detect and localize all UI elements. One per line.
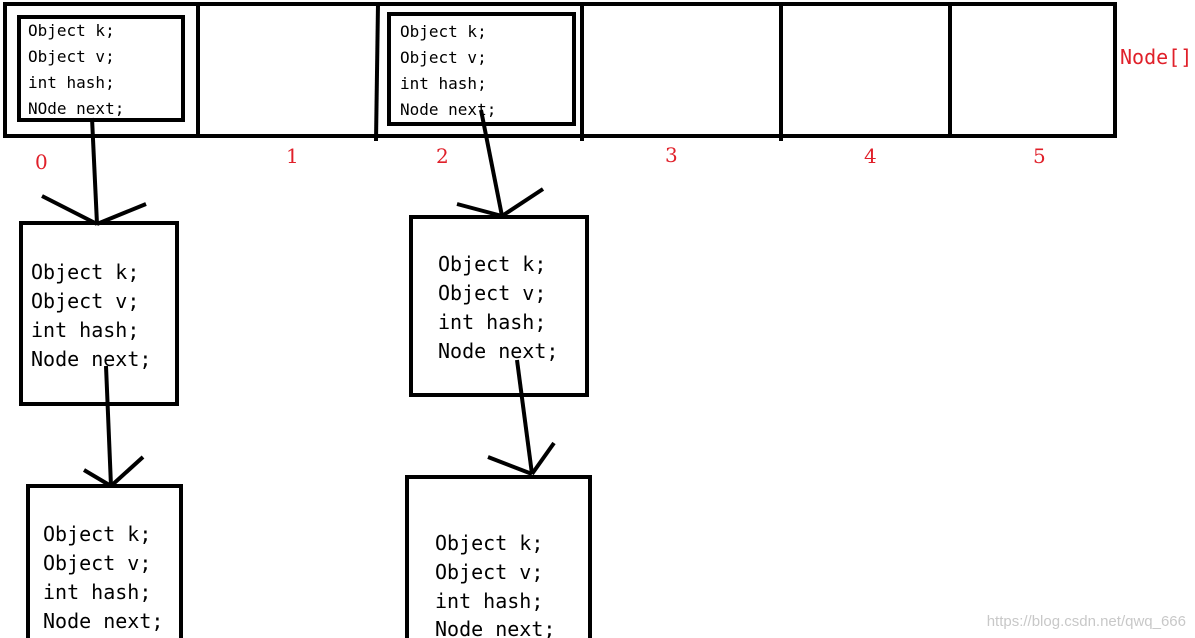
chain-node-box xyxy=(26,484,183,638)
slot-node-2: Object k; Object v; int hash; Node next; xyxy=(387,12,576,126)
slot-node-box xyxy=(17,15,185,122)
array-index: 4 xyxy=(864,144,877,168)
chain-node-0-2: Object k; Object v; int hash; Node next; xyxy=(26,484,183,638)
slot-node-0: Object k; Object v; int hash; NOde next; xyxy=(17,15,185,122)
chain-node-field: Object k; xyxy=(43,522,151,546)
next-arrow xyxy=(487,359,556,476)
chain-node-field: Object k; xyxy=(435,531,543,555)
chain-node-field: Object k; xyxy=(31,260,139,284)
slot-node-field: Node next; xyxy=(400,100,496,119)
slot-node-field: NOde next; xyxy=(28,99,124,118)
array-label: Node[] xyxy=(1120,45,1192,69)
chain-node-field: Node next; xyxy=(43,609,163,633)
chain-node-box xyxy=(409,215,589,397)
slot-node-field: Object v; xyxy=(400,48,487,67)
next-arrow xyxy=(82,365,145,488)
array-index: 2 xyxy=(436,144,449,168)
slot-node-field: Object k; xyxy=(28,21,115,40)
array-outline xyxy=(3,2,1117,138)
chain-node-field: Node next; xyxy=(435,617,555,638)
slot-node-field: Object k; xyxy=(400,22,487,41)
slot-node-field: Object v; xyxy=(28,47,115,66)
chain-2: Object k; Object v; int hash; Node next;… xyxy=(405,109,592,638)
chain-node-field: Object v; xyxy=(43,551,151,575)
slot-node-box xyxy=(387,12,576,126)
chain-node-field: int hash; xyxy=(435,589,543,613)
chain-node-box xyxy=(19,221,179,406)
chain-node-field: int hash; xyxy=(43,580,151,604)
next-arrow xyxy=(41,117,147,226)
chain-node-box xyxy=(405,475,592,638)
array-index: 5 xyxy=(1033,144,1046,168)
array-index: 1 xyxy=(286,144,299,168)
chain-node-field: Object k; xyxy=(438,252,546,276)
chain-0: Object k; Object v; int hash; Node next;… xyxy=(19,117,183,638)
chain-node-0-1: Object k; Object v; int hash; Node next; xyxy=(19,221,179,406)
array-divider xyxy=(374,3,380,142)
chain-node-field: Node next; xyxy=(31,347,151,371)
chain-node-field: int hash; xyxy=(438,310,546,334)
chain-node-field: Object v; xyxy=(435,560,543,584)
next-arrow xyxy=(456,109,545,218)
array-index: 0 xyxy=(35,150,48,174)
slot-node-field: int hash; xyxy=(28,73,115,92)
chain-node-2-1: Object k; Object v; int hash; Node next; xyxy=(409,215,589,397)
node-array: Object k; Object v; int hash; NOde next;… xyxy=(3,2,1192,174)
chain-node-field: Object v; xyxy=(438,281,546,305)
chain-node-field: Object v; xyxy=(31,289,139,313)
array-index: 3 xyxy=(665,143,678,167)
chain-node-2-2: Object k; Object v; int hash; Node next; xyxy=(405,475,592,638)
watermark: https://blog.csdn.net/qwq_666 xyxy=(987,613,1186,630)
chain-node-field: int hash; xyxy=(31,318,139,342)
slot-node-field: int hash; xyxy=(400,74,487,93)
chain-node-field: Node next; xyxy=(438,339,558,363)
